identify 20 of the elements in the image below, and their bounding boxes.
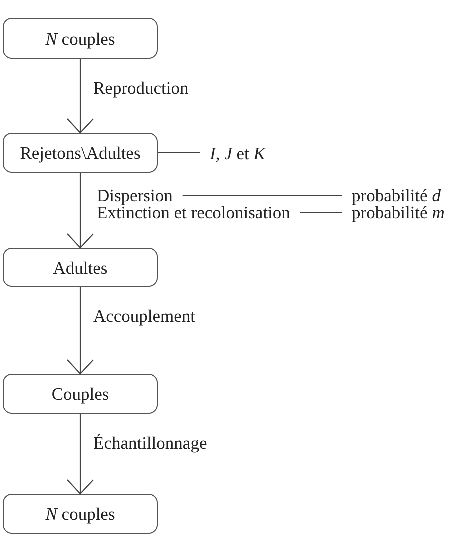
edge-label: Accouplement [94,306,196,326]
process-box: Rejetons\Adultes [3,133,158,173]
edge-label: Reproduction [94,78,189,98]
process-box: Adultes [3,248,158,287]
leader-line [158,152,200,154]
leader-line [182,195,342,197]
arrow [66,287,94,375]
arrow [66,59,94,134]
probability-text: probabilité d [352,188,441,204]
process-text: Dispersion [97,188,173,204]
process-text: Extinction et recolonisation [97,204,290,222]
probability-text: probabilité m [352,204,445,222]
process-box: N couples [3,18,158,59]
arrow [66,173,94,249]
process-box: N couples [3,494,158,534]
leader-line [300,212,342,214]
process-box: Couples [3,374,158,414]
arrow [66,414,94,495]
annotation-text: I, J et K [210,146,266,162]
edge-label: Échantillonnage [94,433,208,453]
